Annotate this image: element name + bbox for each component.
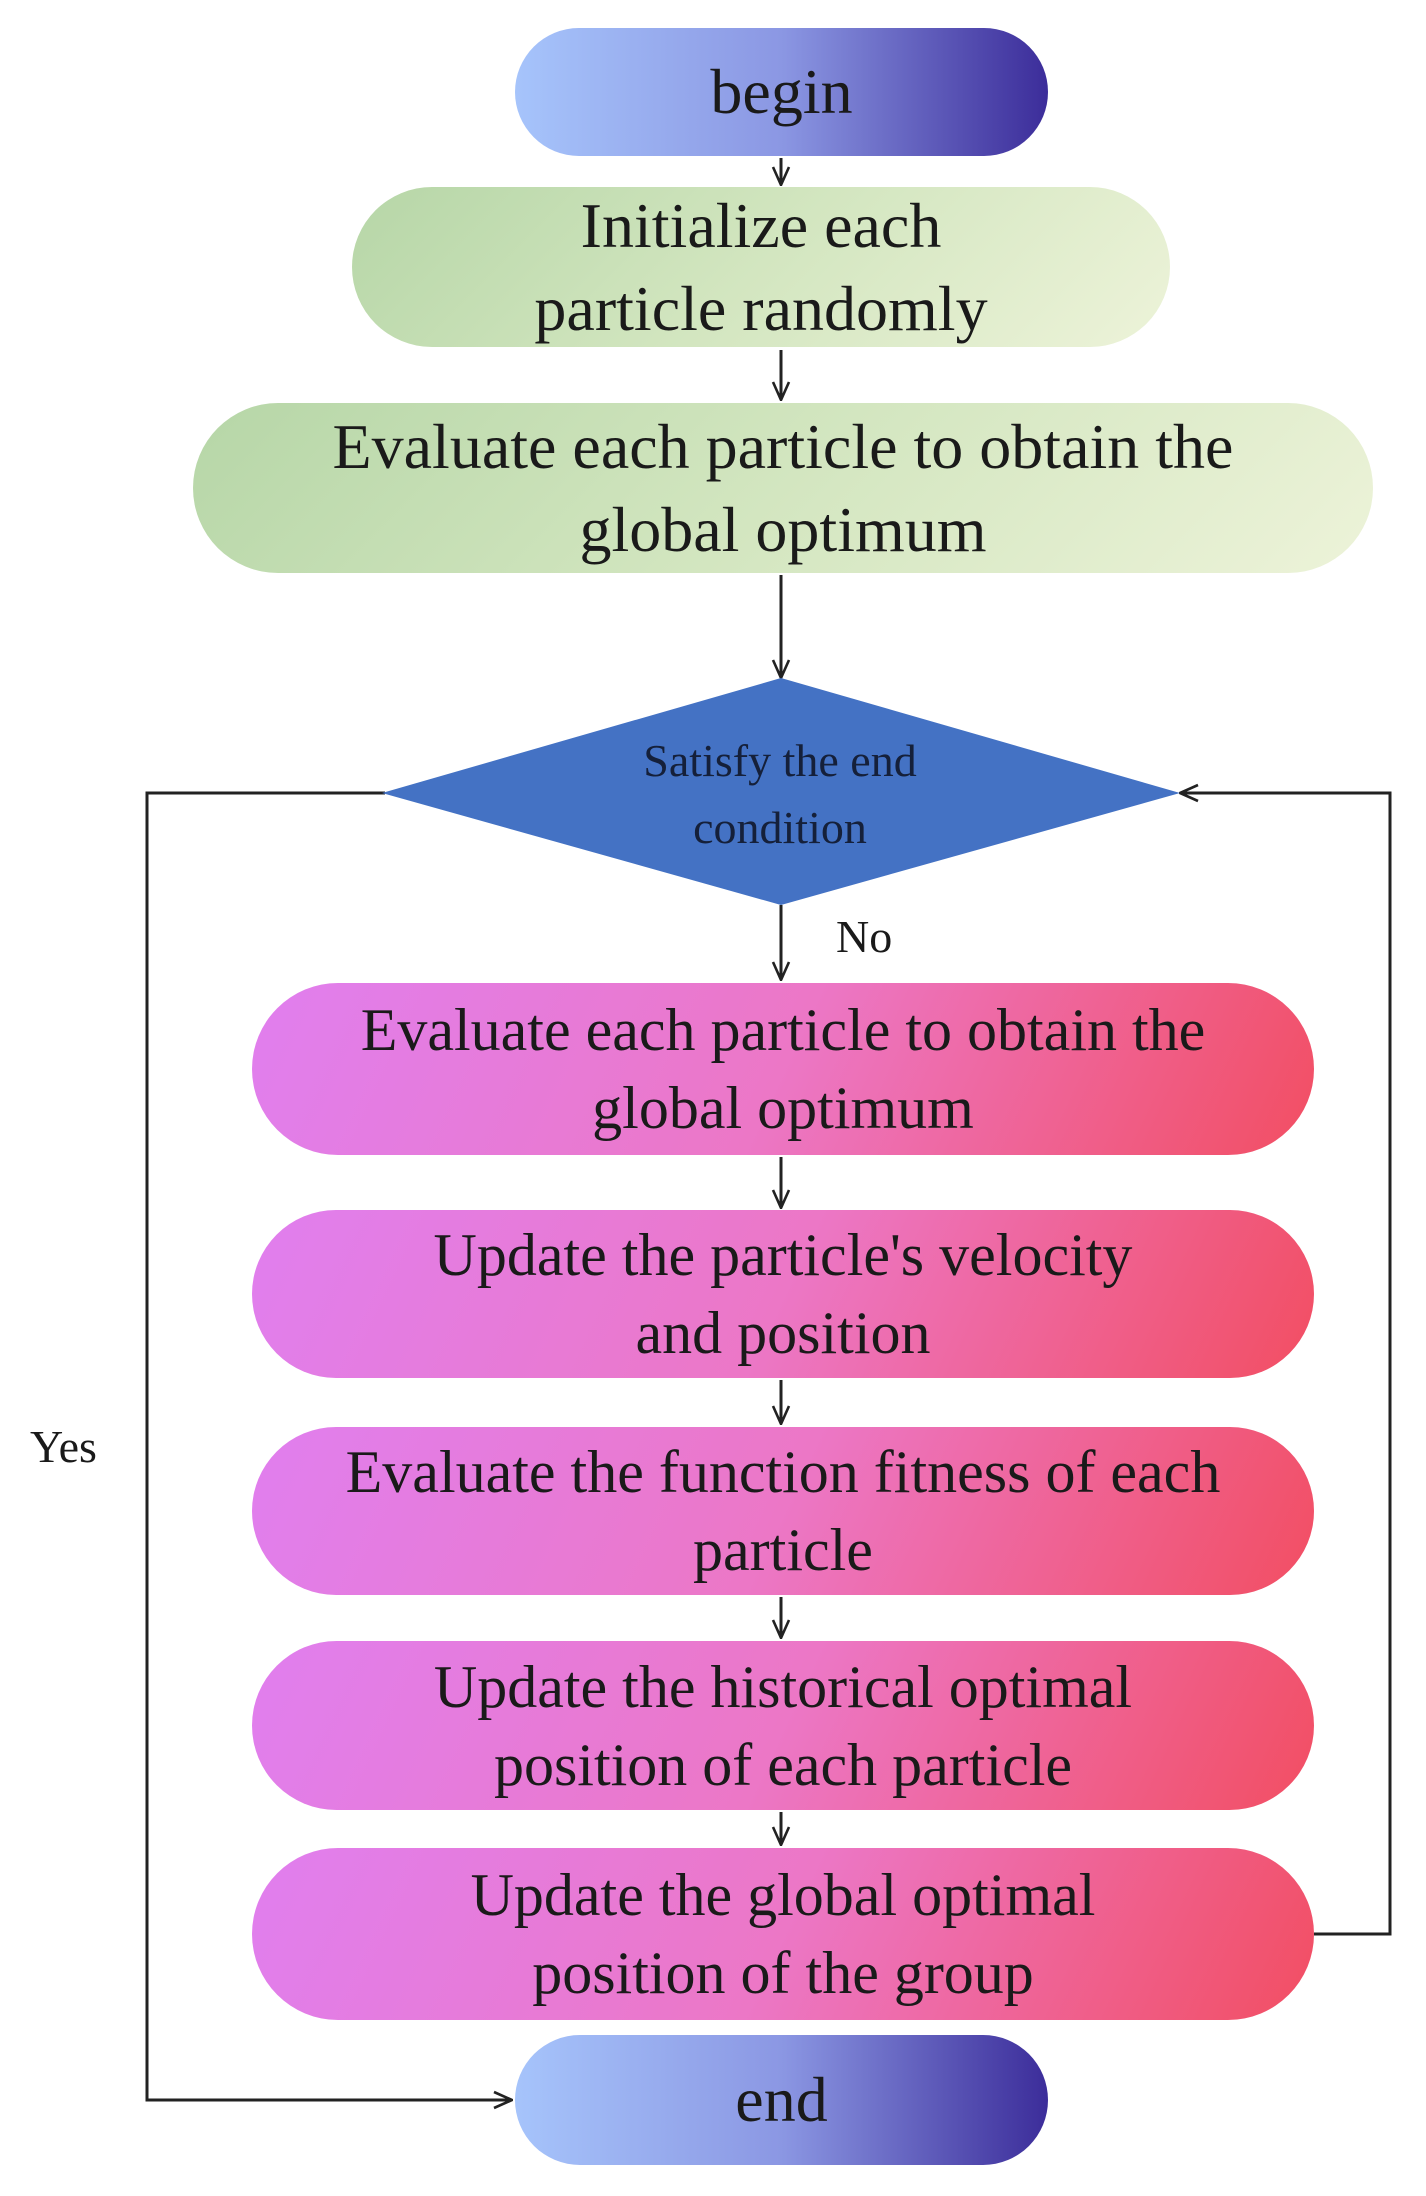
- step-historical-node: Update the historical optimal position o…: [252, 1641, 1314, 1810]
- evaluate-global-label: Evaluate each particle to obtain the glo…: [332, 410, 1234, 565]
- step-evaluate-node: Evaluate each particle to obtain the glo…: [252, 983, 1314, 1155]
- end-node: end: [515, 2035, 1048, 2165]
- step-update-velocity-label: Update the particle's velocity and posit…: [433, 1222, 1133, 1366]
- step-fitness-node: Evaluate the function fitness of each pa…: [252, 1427, 1314, 1595]
- yes-arrow-to-end: [145, 791, 512, 2100]
- step-update-velocity-node: Update the particle's velocity and posit…: [252, 1210, 1314, 1378]
- step-fitness-label: Evaluate the function fitness of each pa…: [345, 1439, 1221, 1583]
- evaluate-global-node: Evaluate each particle to obtain the glo…: [193, 403, 1373, 573]
- no-label: No: [836, 911, 893, 962]
- loop-back-arrow: [1180, 793, 1392, 1936]
- decision-diamond: [382, 678, 1180, 905]
- step-global-node: Update the global optimal position of th…: [252, 1848, 1314, 2020]
- initialize-label: Initialize each particle randomly: [534, 189, 988, 344]
- step-evaluate-label: Evaluate each particle to obtain the glo…: [360, 997, 1206, 1141]
- begin-node: begin: [515, 28, 1048, 156]
- step-historical-label: Update the historical optimal position o…: [433, 1653, 1133, 1798]
- decision-label: Satisfy the end condition: [643, 735, 917, 853]
- end-label: end: [735, 2064, 828, 2136]
- step-global-label: Update the global optimal position of th…: [470, 1862, 1096, 2006]
- begin-label: begin: [710, 56, 853, 128]
- yes-label: Yes: [30, 1421, 97, 1472]
- initialize-node: Initialize each particle randomly: [352, 187, 1170, 347]
